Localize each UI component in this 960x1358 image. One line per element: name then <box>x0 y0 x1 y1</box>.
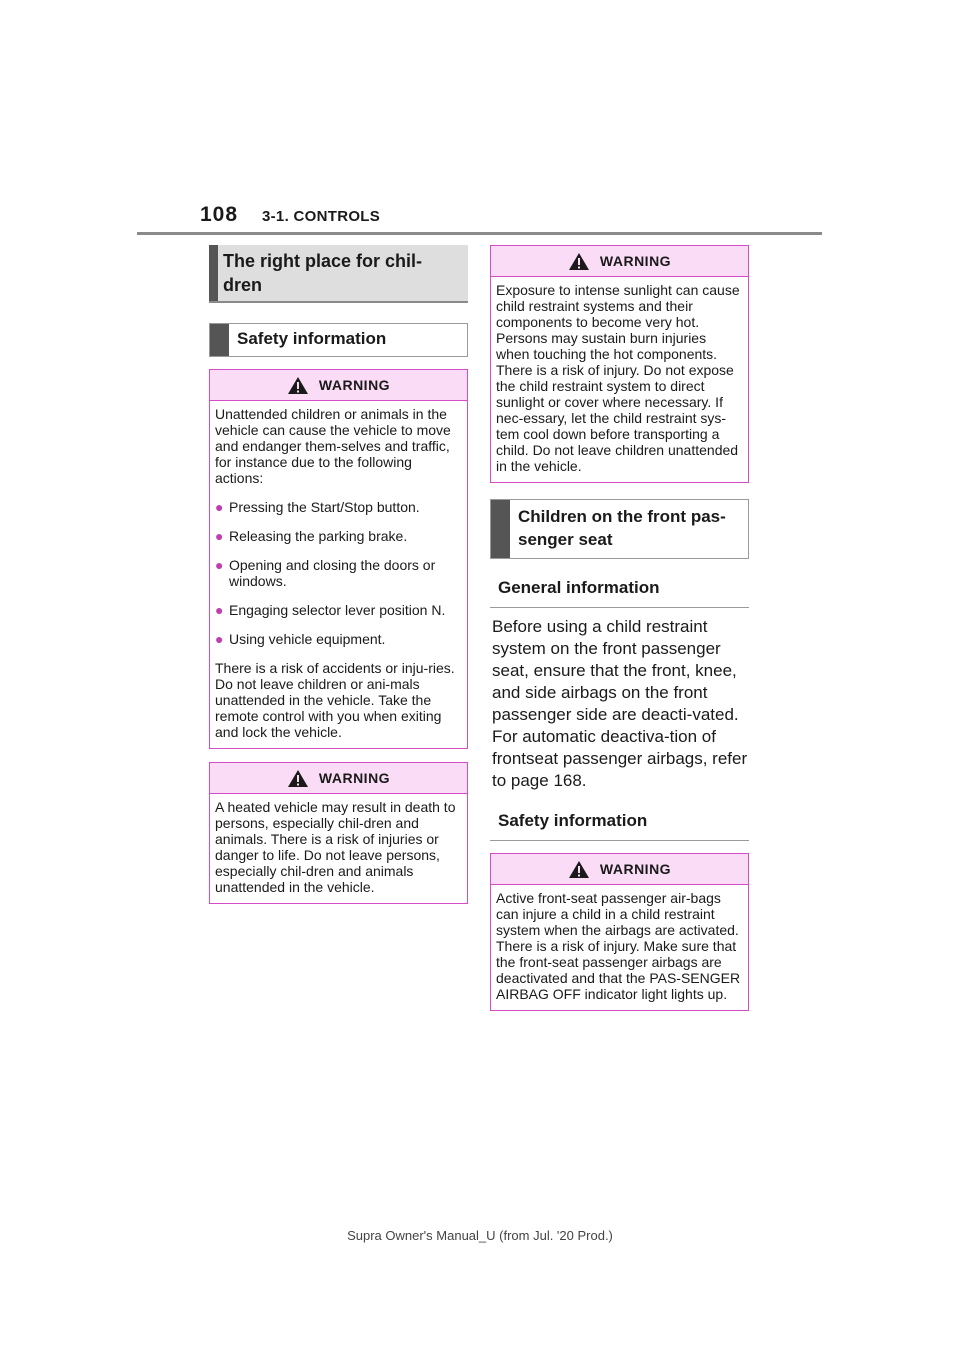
footer-manual-title: Supra Owner's Manual_U (from Jul. '20 Pr… <box>347 1228 613 1243</box>
warning-body: Unattended children or animals in the ve… <box>210 401 467 748</box>
heading-general-information: General information <box>490 573 749 608</box>
heading-safety-information: Safety information <box>209 323 468 357</box>
bullet-text: Engaging selector lever position N. <box>229 602 446 618</box>
left-column: The right place for chil-dren Safety inf… <box>209 245 468 904</box>
warning-text: Exposure to intense sunlight can cause c… <box>496 282 740 474</box>
warning-box-airbags: WARNING Active front-seat passenger air-… <box>490 853 749 1011</box>
header-rule <box>137 232 822 235</box>
heading-right-place-for-children: The right place for chil-dren <box>209 245 468 303</box>
warning-text: A heated vehicle may result in death to … <box>215 799 456 895</box>
right-column: WARNING Exposure to intense sunlight can… <box>490 245 749 1011</box>
bullet-dot-icon: ● <box>215 499 224 515</box>
warning-body: Active front-seat passenger air-bags can… <box>491 885 748 1010</box>
warning-intro: Unattended children or animals in the ve… <box>215 406 451 486</box>
warning-triangle-icon <box>287 769 308 787</box>
bullet-item: ● Using vehicle equipment. <box>215 631 462 647</box>
warning-label: WARNING <box>599 253 672 269</box>
bullet-item: ● Pressing the Start/Stop button. <box>215 499 462 515</box>
section-title: 3-1. CONTROLS <box>262 208 381 225</box>
warning-label: WARNING <box>318 770 391 786</box>
bullet-text: Pressing the Start/Stop button. <box>229 499 420 515</box>
warning-triangle-icon <box>568 860 589 878</box>
warning-header: WARNING <box>491 246 748 277</box>
warning-header: WARNING <box>491 854 748 885</box>
bullet-dot-icon: ● <box>215 557 224 573</box>
bullet-dot-icon: ● <box>215 528 224 544</box>
warning-label: WARNING <box>318 377 391 393</box>
heading-children-front-seat: Children on the front pas-senger seat <box>490 499 749 559</box>
warning-outro: There is a risk of accidents or inju-rie… <box>215 660 455 740</box>
bullet-dot-icon: ● <box>215 602 224 618</box>
warning-triangle-icon <box>287 376 308 394</box>
page-number: 108 <box>200 203 239 226</box>
bullet-item: ● Engaging selector lever position N. <box>215 602 462 618</box>
bullet-item: ● Releasing the parking brake. <box>215 528 462 544</box>
bullet-item: ● Opening and closing the doors or window… <box>215 557 462 589</box>
bullet-text: Releasing the parking brake. <box>229 528 408 544</box>
bullet-text: Opening and closing the doors or windows… <box>229 557 436 589</box>
warning-header: WARNING <box>210 763 467 794</box>
heading-safety-information-right: Safety information <box>490 806 749 841</box>
warning-box-heated-vehicle: WARNING A heated vehicle may result in d… <box>209 762 468 904</box>
warning-label: WARNING <box>599 861 672 877</box>
warning-body: A heated vehicle may result in death to … <box>210 794 467 903</box>
bullet-text: Using vehicle equipment. <box>229 631 386 647</box>
warning-header: WARNING <box>210 370 467 401</box>
warning-body: Exposure to intense sunlight can cause c… <box>491 277 748 482</box>
bullet-dot-icon: ● <box>215 631 224 647</box>
warning-text: Active front-seat passenger air-bags can… <box>496 890 741 1002</box>
warning-box-sunlight: WARNING Exposure to intense sunlight can… <box>490 245 749 483</box>
general-information-text: Before using a child restraint system on… <box>492 617 748 790</box>
warning-triangle-icon <box>568 252 589 270</box>
warning-box-unattended: WARNING Unattended children or animals i… <box>209 369 468 749</box>
